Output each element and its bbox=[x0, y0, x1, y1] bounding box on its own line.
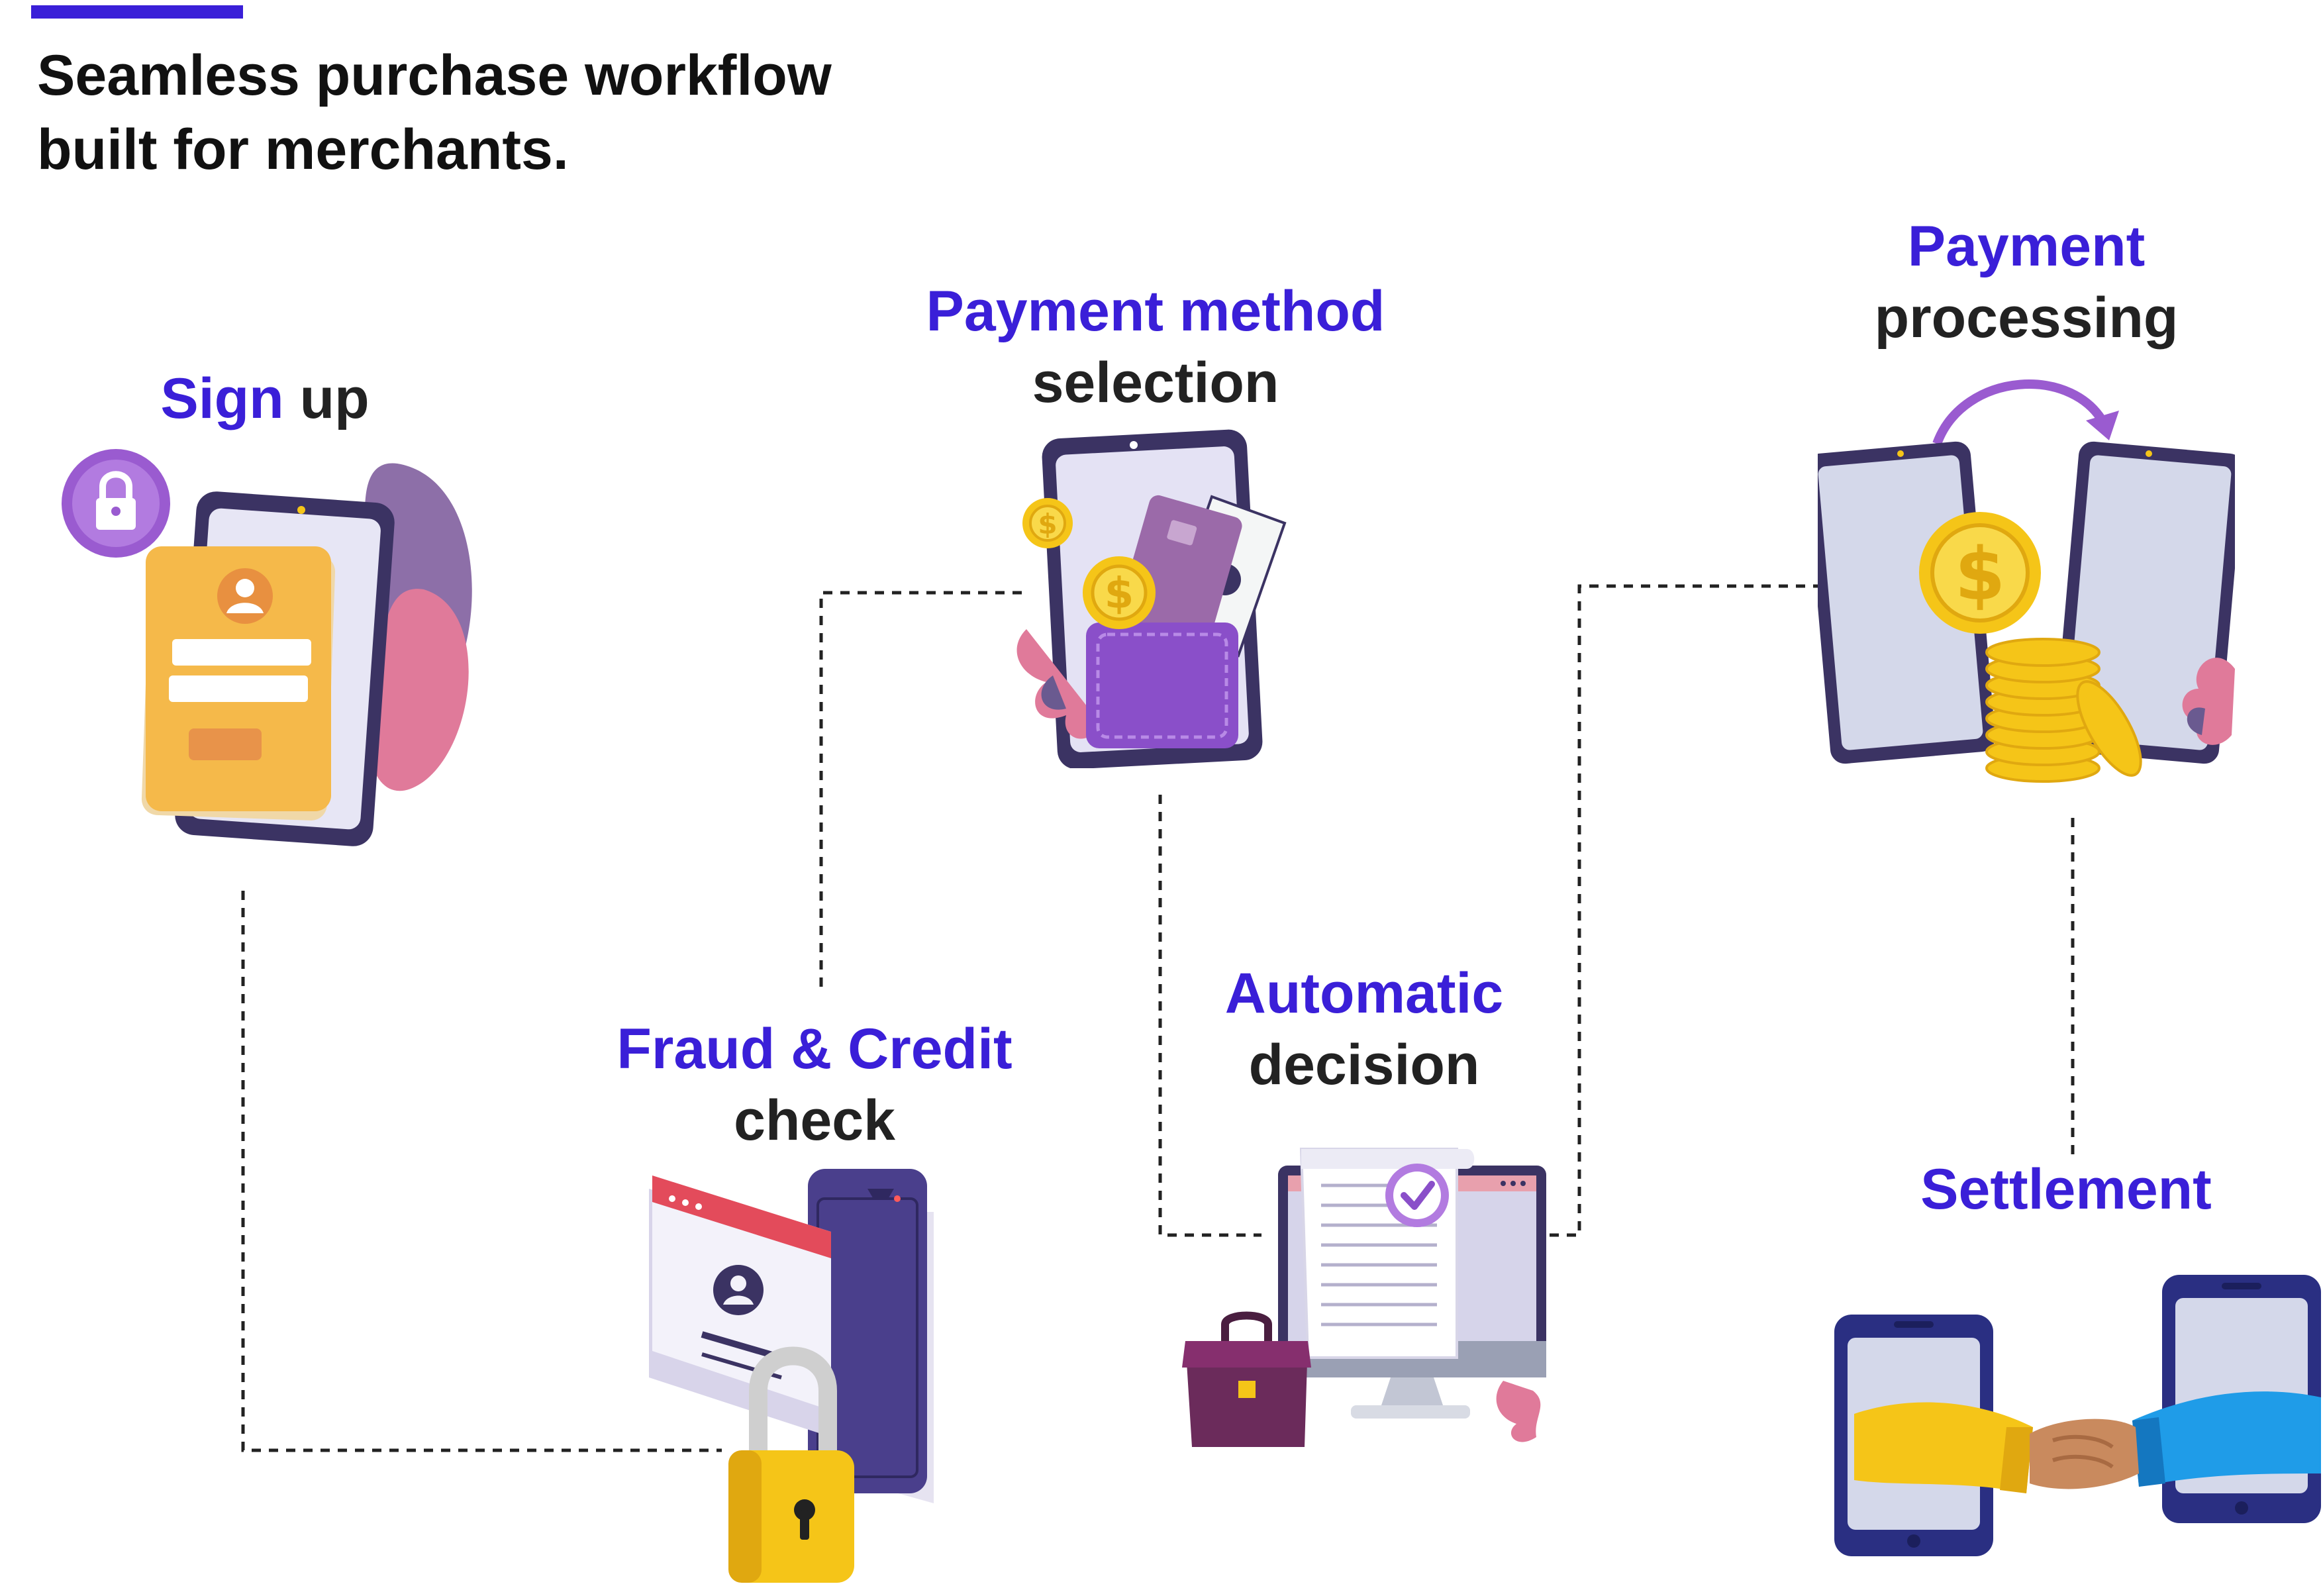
svg-text:$: $ bbox=[1955, 532, 2006, 617]
label-payment-method-highlight: Payment method bbox=[926, 279, 1385, 343]
label-settlement: Settlement bbox=[1867, 1154, 2265, 1225]
browser-phone-padlock-icon bbox=[649, 1169, 934, 1583]
label-fraud-credit-rest: check bbox=[734, 1089, 895, 1152]
connector-payment-decision bbox=[1158, 795, 1261, 1237]
accent-bar bbox=[31, 5, 243, 19]
label-payment-processing-highlight: Payment bbox=[1907, 215, 2146, 278]
page-title-line2: built for merchants. bbox=[37, 118, 569, 181]
label-automatic-decision: Automatic decision bbox=[1165, 958, 1563, 1101]
phone-wallet-card-coins-icon: $ $ bbox=[1016, 429, 1287, 768]
page-title-line1: Seamless purchase workflow bbox=[37, 44, 832, 107]
label-sign-up-rest: up bbox=[299, 367, 370, 430]
label-sign-up: Sign up bbox=[99, 363, 430, 434]
page-title: Seamless purchase workflow built for mer… bbox=[37, 38, 1030, 187]
connector-decision-processing bbox=[1550, 584, 1838, 1237]
label-payment-method-rest: selection bbox=[1032, 351, 1279, 415]
phones-coin-transfer-icon: $ bbox=[1818, 379, 2235, 783]
label-settlement-highlight: Settlement bbox=[1920, 1158, 2212, 1221]
label-automatic-decision-highlight: Automatic bbox=[1224, 962, 1504, 1025]
label-automatic-decision-rest: decision bbox=[1248, 1033, 1480, 1097]
label-sign-up-highlight: Sign bbox=[160, 367, 284, 430]
monitor-document-checkmark-icon bbox=[1182, 1148, 1546, 1447]
label-fraud-credit: Fraud & Credit check bbox=[583, 1013, 1046, 1156]
connector-fraud-payment bbox=[819, 591, 1026, 987]
connector-signup-fraud bbox=[241, 891, 722, 1452]
label-fraud-credit-highlight: Fraud & Credit bbox=[617, 1017, 1013, 1081]
label-payment-method: Payment method selection bbox=[891, 275, 1420, 419]
phones-handshake-icon bbox=[1834, 1275, 2321, 1556]
phone-signup-form-icon bbox=[62, 449, 472, 846]
svg-text:$: $ bbox=[1105, 570, 1134, 619]
label-payment-processing-rest: processing bbox=[1874, 286, 2179, 350]
svg-text:$: $ bbox=[1038, 508, 1057, 540]
label-payment-processing: Payment processing bbox=[1828, 211, 2225, 354]
